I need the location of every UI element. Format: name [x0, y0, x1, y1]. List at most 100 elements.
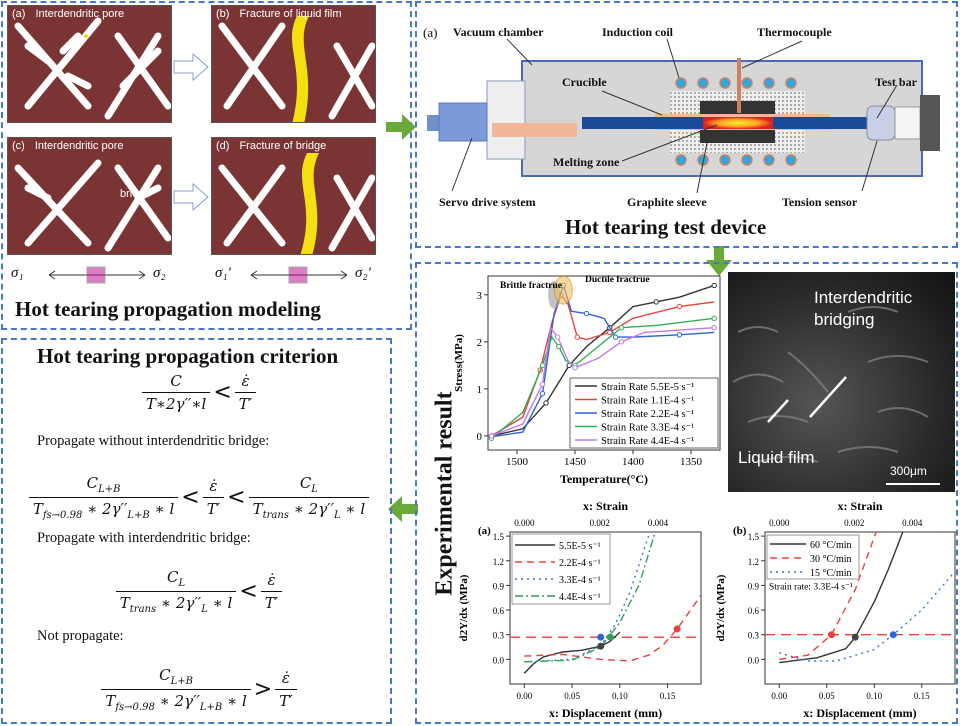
marker-point — [851, 633, 859, 641]
sem-label-bridging: bridging — [814, 310, 875, 329]
marker-point — [828, 631, 835, 639]
scale-bar-label: 300μm — [890, 464, 927, 478]
label-servo-drive: Servo drive system — [439, 195, 536, 209]
denominator: T — [105, 692, 116, 710]
dendrite-image-c: (c)Interdendritic pore bridge — [7, 137, 172, 255]
x-axis-label: Temperature(°C) — [560, 472, 648, 486]
denominator: T′ — [234, 392, 257, 413]
data-point — [711, 325, 717, 331]
series-line — [779, 532, 904, 664]
subscript: fs→0.98 — [115, 702, 155, 713]
x-tick-label: 1400 — [622, 456, 645, 468]
data-point — [676, 303, 683, 310]
y-tick-label: 1.5 — [493, 532, 505, 542]
series-line — [524, 594, 701, 662]
denominator: ∗ l — [340, 500, 366, 518]
x2-tick-label: 0.004 — [648, 518, 669, 528]
x-tick-label: 1450 — [564, 456, 587, 468]
marker-point — [889, 631, 897, 639]
panel-tag: (c) — [12, 140, 25, 152]
plot-frame — [509, 531, 702, 685]
data-point — [574, 334, 581, 340]
data-point — [583, 310, 590, 317]
subscript: fs→0.98 — [42, 510, 83, 521]
legend-label: 4.4E-4 s⁻¹ — [559, 592, 601, 603]
denominator: ∗ 2γ′′ — [82, 500, 128, 518]
chart-tag: (b) — [733, 525, 747, 537]
y-axis-label: d2Y/dx (MPa) — [715, 574, 727, 641]
y-axis-label: d2Y/dx (MPa) — [458, 574, 470, 641]
legend-label: 5.5E-5 s⁻¹ — [559, 541, 601, 552]
x2-tick-label: 0.002 — [844, 518, 864, 528]
denominator: ∗ l — [207, 594, 233, 612]
series-line — [491, 325, 715, 437]
dendrite-illustration — [14, 159, 171, 252]
legend-label: Strain Rate 4.4E-4 s⁻¹ — [601, 436, 694, 447]
numerator: C — [170, 372, 182, 390]
legend-label: Strain Rate 1.1E-4 s⁻¹ — [601, 396, 694, 407]
data-point — [618, 325, 625, 331]
x-tick-label: 0.15 — [914, 691, 930, 701]
sigma-2-prime: σ₂′ — [355, 265, 371, 281]
legend-label: Strain Rate 5.5E-5 s⁻¹ — [601, 382, 694, 393]
subscript: L — [178, 578, 186, 589]
modeling-title: Hot tearing propagation modeling — [15, 297, 321, 321]
x-tick-label: 1500 — [506, 456, 529, 468]
series-line — [523, 631, 621, 674]
arrow-left-icon — [388, 496, 418, 522]
y-tick-label: 1.2 — [748, 557, 759, 567]
legend-box — [569, 377, 719, 449]
y-tick-label: 0.0 — [748, 655, 760, 665]
data-point — [572, 365, 578, 371]
subscript: L — [334, 510, 341, 521]
numerator: C — [159, 666, 171, 684]
chart-annotation: Strain rate: 3.3E-4 s⁻¹ — [769, 582, 853, 592]
denominator: ∗ 2γ′′ — [288, 500, 334, 518]
y-tick-label: 1 — [477, 384, 483, 396]
label-thermocouple: Thermocouple — [757, 25, 832, 39]
relation: > — [253, 677, 273, 702]
device-schematic — [427, 38, 940, 194]
arrow-right-icon — [173, 183, 209, 211]
data-point — [539, 381, 546, 387]
arrow-right-icon — [386, 114, 416, 140]
annotation-brittle: Brittle fractrue — [500, 281, 562, 291]
bridge-label: bridge — [120, 188, 151, 200]
y-tick-label: 0.0 — [493, 655, 505, 665]
denominator: T∗2γ′′∗l — [141, 392, 211, 413]
x-axis-label: x: Displacement (mm) — [803, 706, 916, 720]
experiment-panel — [415, 262, 958, 724]
y-tick-label: 0.6 — [748, 606, 760, 616]
dendrite-illustration — [218, 153, 375, 254]
subscript: L — [311, 484, 318, 495]
device-panel: (a) Vacuum chamber Induction coil Thermo… — [415, 1, 958, 248]
dendrite-illustration — [14, 17, 171, 120]
plot-frame — [764, 531, 956, 685]
legend-box — [766, 534, 860, 580]
annotation-ductile: Ductile fractrue — [585, 275, 650, 285]
legend-label: 15 °C/min — [810, 568, 852, 579]
x-tick-label: 0.15 — [660, 691, 676, 701]
device-title: Hot tearing test device — [565, 215, 767, 239]
arrow-down-icon — [706, 246, 732, 276]
data-point — [711, 282, 717, 289]
y-tick-label: 2 — [477, 337, 483, 349]
y-tick-label: 0 — [477, 431, 483, 443]
tension-arrow-icon — [48, 266, 146, 284]
x-axis-label: x: Displacement (mm) — [549, 706, 662, 720]
denominator: T′ — [202, 497, 225, 518]
x-tick-label: 0.10 — [866, 691, 882, 701]
case2-label: Propagate with interdendritic bridge: — [37, 530, 251, 546]
numerator: C — [167, 568, 179, 586]
x2-axis-label: x: Strain — [583, 500, 628, 513]
subscript: L+B — [199, 702, 223, 713]
subscript: L+B — [170, 676, 193, 687]
label-crucible: Crucible — [562, 75, 607, 89]
numerator: ε̇ — [241, 372, 250, 390]
y-tick-label: 0.6 — [493, 606, 505, 616]
